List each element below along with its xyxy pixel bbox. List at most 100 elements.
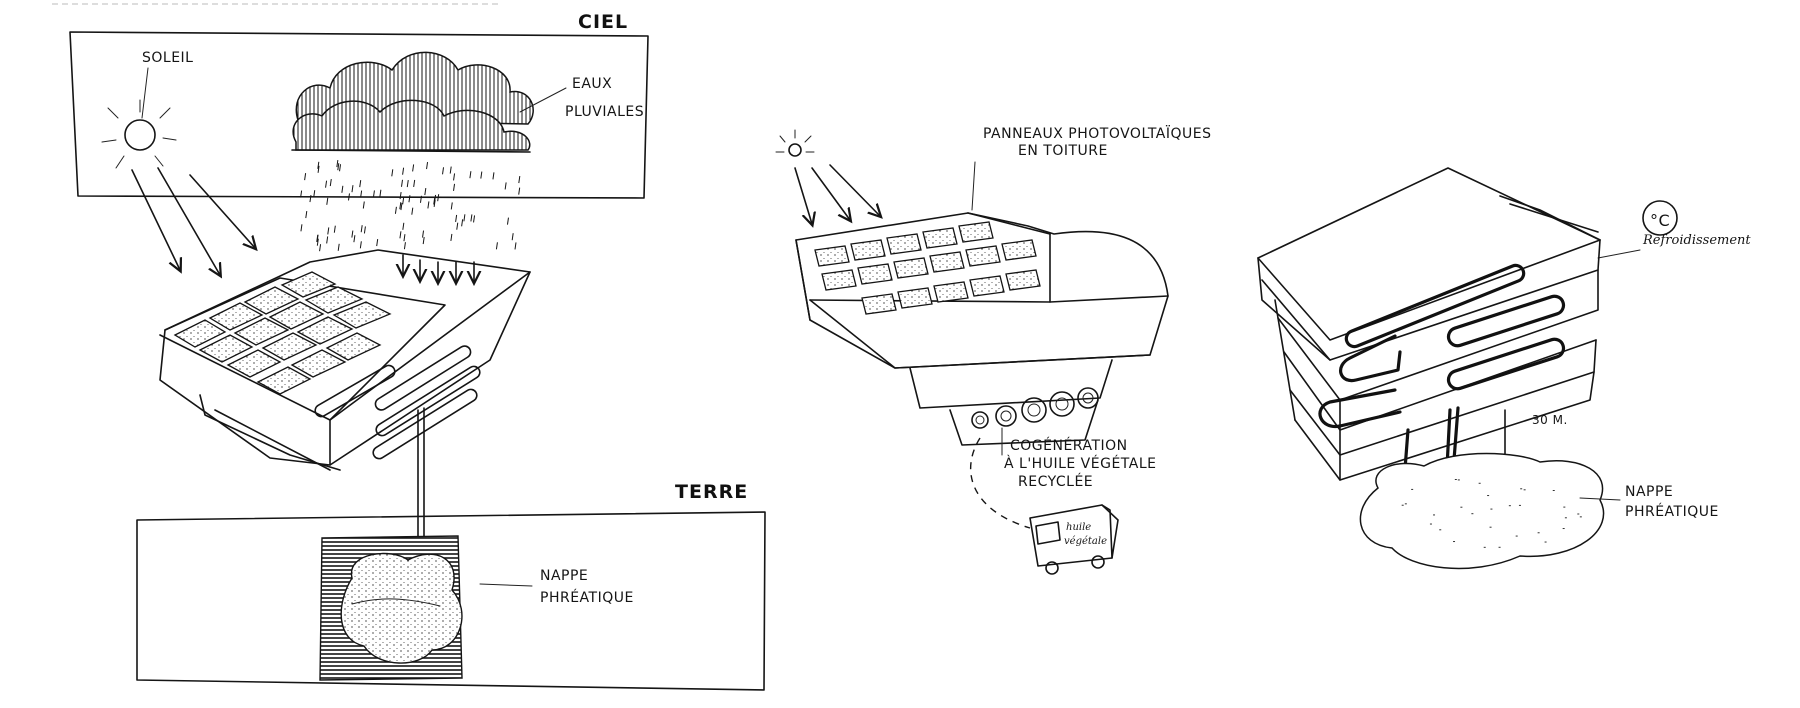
rain-drop [317,165,320,173]
rain-drop [399,191,402,200]
groundwater-reservoir [319,535,463,681]
rain-drop [492,172,495,180]
rain-drop [326,236,329,244]
rain-drop [319,244,322,252]
label-nappe-3: NAPPE [1625,484,1673,500]
rain-drop [453,183,456,191]
rain-drop [495,242,498,250]
panels-leader-line [971,161,976,211]
label-panneaux: PANNEAUX PHOTOVOLTAÏQUES [983,124,1212,142]
rain-drop [341,185,344,193]
rain-drop [317,161,320,169]
rain-drop [376,239,379,247]
rain-drops [300,160,521,252]
label-huile-vegetale: À L'HUILE VÉGÉTALE [1004,455,1156,472]
rain-drop [422,236,425,245]
label-en-toiture: EN TOITURE [1018,143,1108,159]
rain-drop [473,215,476,223]
label-eaux: EAUX [572,76,612,92]
facade-pipes [314,345,481,460]
label-phreatique-3: PHRÉATIQUE [1625,503,1719,520]
sun-icon-2 [775,129,815,157]
rain-drop [419,195,422,203]
rain-drop [359,180,362,188]
thermometer-label: °C [1650,211,1670,230]
rain-drop [511,233,514,241]
sketch-1-water-sun-cycle: CIEL SOLEIL EAUX PLUVIALES [69,11,766,691]
truck-text-2: végétale [1064,536,1107,547]
rain-drop [437,194,440,202]
sky-frame [69,31,649,199]
label-cogeneration: COGÉNÉRATION [1010,437,1128,454]
rain-drop [316,238,319,246]
building-1 [159,249,531,549]
rain-drop [337,163,340,171]
rain-drop [450,202,453,210]
rain-drop [403,234,406,242]
rain-drop [412,164,415,172]
rain-drop [450,233,453,241]
rain-drop [325,180,328,188]
rain-collection-arrows [403,254,474,282]
rain-drop [402,197,405,205]
roof-solar-panels-2 [814,221,1041,315]
rain-drop [453,173,456,181]
label-recyclee: RECYCLÉE [1018,473,1093,490]
rain-drop [391,169,394,177]
rain-drop [402,222,405,230]
temperature-icon: °C [1642,200,1678,236]
rain-drop [480,171,483,179]
rain-drop [411,207,414,215]
rain-drop [433,197,436,205]
rain-drop [449,166,452,174]
water-table-blob [1359,452,1605,570]
groundwater-pipe [417,407,425,549]
rain-drop [300,224,303,232]
cogeneration-units [971,387,1099,429]
water-table-leader-1 [479,583,533,587]
rain-drop [406,179,409,188]
rain-drop [470,214,473,222]
rain-leader-line [519,87,567,113]
rain-drop [426,161,429,170]
label-refroidissement: Refroidissement [1642,233,1751,248]
rain-drop [399,231,402,239]
rain-drop [506,217,509,225]
rain-drop [518,176,521,184]
sketch-2-energy: PANNEAUX PHOTOVOLTAÏQUES EN TOITURE [775,124,1212,575]
rain-drop [469,171,472,179]
rain-drop [333,225,336,233]
rain-drop [347,193,350,201]
rain-drop [339,164,342,172]
roof-solar-panels [173,271,392,395]
rain-drop [514,242,517,250]
rain-drop [504,182,507,190]
label-nappe-1: NAPPE [540,568,588,584]
rain-drop [362,201,365,209]
rain-drop [360,190,363,198]
rain-drop [456,222,459,230]
rain-drop [402,167,405,175]
label-ciel: CIEL [578,11,628,33]
rain-drop [304,173,307,181]
rain-drop [305,210,308,219]
label-soleil: SOLEIL [142,50,193,66]
rain-drop [326,197,329,205]
cooling-leader-line [1597,249,1641,259]
rain-drop [360,225,363,233]
rain-drop [413,179,416,188]
label-terre: TERRE [675,481,748,503]
rain-drop [329,178,332,187]
water-table-leader-3 [1579,497,1621,501]
rain-drop [337,243,340,251]
rain-drop [300,190,303,198]
rain-drop [372,190,375,198]
label-30m: 30 M. [1532,413,1568,427]
earth-frame [136,511,766,691]
rain-drop [316,234,319,242]
rain-drop [359,241,362,249]
rain-drop [403,242,406,250]
rain-drop [399,202,402,210]
